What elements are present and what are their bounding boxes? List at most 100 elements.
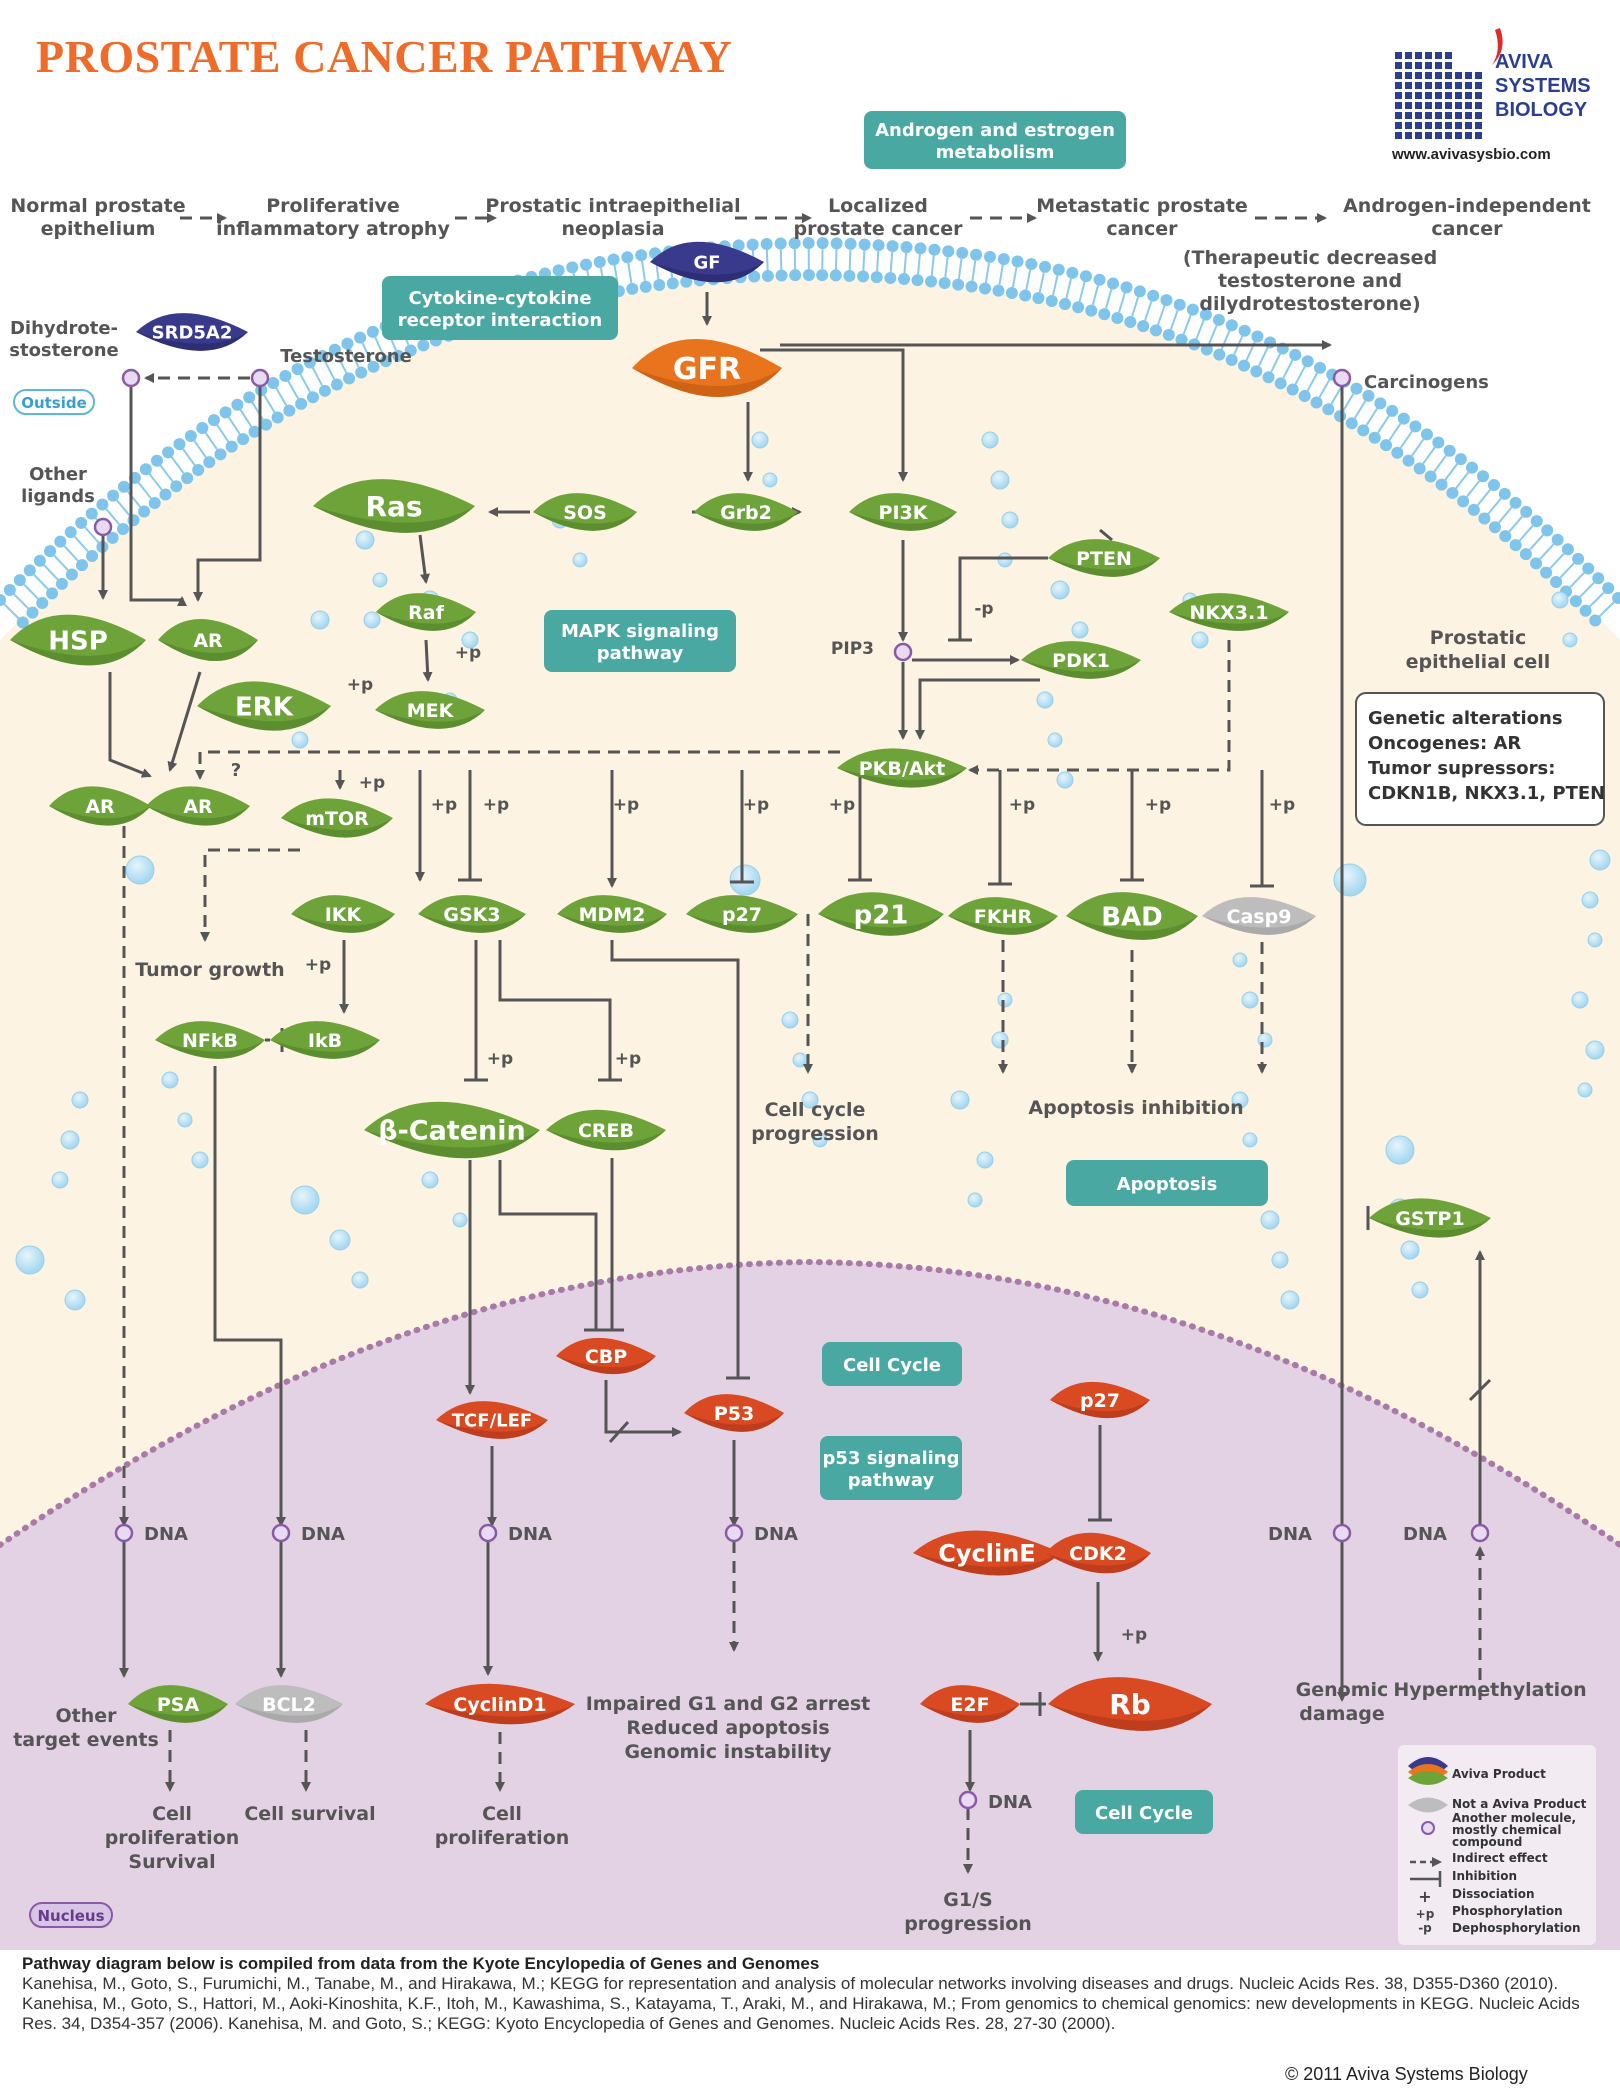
node-label-bcl2: BCL2 <box>262 1694 316 1716</box>
node-pkbakt[interactable]: PKB/Akt <box>837 748 967 788</box>
node-raf[interactable]: Raf <box>376 593 476 631</box>
node-cycline[interactable]: CyclinE <box>913 1530 1061 1576</box>
node-srd5a2[interactable]: SRD5A2 <box>136 313 248 351</box>
teal-box-cytokine[interactable] <box>382 276 618 340</box>
dna-label-5: DNA <box>1268 1524 1312 1545</box>
page-title: PROSTATE CANCER PATHWAY <box>36 31 733 82</box>
node-p27[interactable]: p27 <box>686 895 798 933</box>
node-gsk3[interactable]: GSK3 <box>418 895 526 933</box>
molecule-marker-2 <box>250 368 270 388</box>
teal-box-label-apoptosis: Apoptosis <box>1117 1174 1218 1195</box>
node-nkx31[interactable]: NKX3.1 <box>1169 593 1289 631</box>
legend-not-aviva-swatch <box>1408 1797 1448 1813</box>
node-rb[interactable]: Rb <box>1048 1677 1212 1731</box>
node-label-p27n: p27 <box>1080 1390 1120 1412</box>
teal-box-apoptosis[interactable] <box>1066 1160 1268 1206</box>
node-gstp1[interactable]: GSTP1 <box>1369 1198 1491 1238</box>
node-tcflef[interactable]: TCF/LEF <box>436 1401 548 1439</box>
node-p27n[interactable]: p27 <box>1050 1381 1150 1419</box>
node-p53[interactable]: P53 <box>684 1394 784 1432</box>
legend-symbol-plus_p: +p <box>1416 1907 1435 1921</box>
molecule-pip3: PIP3 <box>831 639 874 659</box>
dna-label-7: DNA <box>988 1792 1032 1813</box>
teal-box-label-cellcycle1: Cell Cycle <box>843 1355 941 1376</box>
node-label-gstp1: GSTP1 <box>1395 1208 1464 1230</box>
node-fkhr[interactable]: FKHR <box>948 897 1058 935</box>
teal-box-mapk[interactable] <box>544 610 736 672</box>
node-bad[interactable]: BAD <box>1066 892 1198 940</box>
node-pdk1[interactable]: PDK1 <box>1021 641 1141 679</box>
node-label-raf: Raf <box>408 602 444 624</box>
node-erk[interactable]: ERK <box>197 681 331 731</box>
molecule-marker-10 <box>1332 1523 1352 1543</box>
node-e2f[interactable]: E2F <box>920 1685 1020 1723</box>
node-casp9[interactable]: Casp9 <box>1202 897 1316 935</box>
legend-item-5: Inhibition <box>1452 1869 1517 1883</box>
footer-heading: Pathway diagram below is compiled from d… <box>22 1954 820 1973</box>
node-grb2[interactable]: Grb2 <box>694 493 798 531</box>
teal-box-cellcycle2[interactable] <box>1075 1790 1213 1834</box>
teal-box-androgen[interactable] <box>864 111 1126 169</box>
node-ikb[interactable]: IkB <box>270 1021 380 1059</box>
node-ras[interactable]: Ras <box>313 479 475 533</box>
node-p21[interactable]: p21 <box>818 892 944 936</box>
label-plus-p-10: +p <box>1009 795 1035 815</box>
node-pi3k[interactable]: PI3K <box>849 493 957 531</box>
node-ar3[interactable]: AR <box>146 786 250 826</box>
node-mtor[interactable]: mTOR <box>281 798 393 838</box>
node-label-cbp: CBP <box>585 1346 627 1368</box>
node-ikk[interactable]: IKK <box>291 895 395 933</box>
node-cdk2[interactable]: CDK2 <box>1045 1532 1151 1574</box>
node-label-p27: p27 <box>722 904 762 926</box>
node-gf[interactable]: GF <box>650 241 764 283</box>
legend-symbol-minus_p: -p <box>1418 1921 1432 1935</box>
teal-box-cellcycle1[interactable] <box>822 1342 962 1386</box>
node-creb[interactable]: CREB <box>546 1109 666 1151</box>
node-label-cyclind1: CyclinD1 <box>453 1694 546 1716</box>
node-label-ar2: AR <box>85 796 115 818</box>
node-mdm2[interactable]: MDM2 <box>557 895 667 933</box>
node-label-casp9: Casp9 <box>1227 906 1292 928</box>
node-betacatenin[interactable]: β-Catenin <box>364 1101 540 1159</box>
node-hsp[interactable]: HSP <box>10 614 146 666</box>
label-tumor-growth: Tumor growth <box>135 959 284 981</box>
node-nfkb[interactable]: NFkB <box>155 1021 265 1059</box>
logo-line-1: AVIVA <box>1495 51 1554 73</box>
node-pten[interactable]: PTEN <box>1048 539 1160 577</box>
node-label-ar3: AR <box>183 796 213 818</box>
node-bcl2[interactable]: BCL2 <box>235 1685 343 1723</box>
logo-line-2: SYSTEMS <box>1495 75 1591 97</box>
molecule-marker-6 <box>114 1523 134 1543</box>
node-cyclind1[interactable]: CyclinD1 <box>425 1683 575 1725</box>
node-label-sos: SOS <box>563 502 607 524</box>
node-ar1[interactable]: AR <box>158 618 258 662</box>
node-label-grb2: Grb2 <box>720 502 772 524</box>
node-ar2[interactable]: AR <box>49 786 151 826</box>
node-sos[interactable]: SOS <box>533 493 637 531</box>
node-mek[interactable]: MEK <box>375 691 485 729</box>
teal-box-p53[interactable] <box>820 1436 962 1500</box>
node-gfr[interactable]: GFR <box>632 339 782 397</box>
node-label-bad: BAD <box>1101 902 1163 932</box>
node-label-ras: Ras <box>365 490 422 523</box>
molecule-marker-3 <box>93 517 113 537</box>
node-label-mtor: mTOR <box>305 808 369 830</box>
node-cbp[interactable]: CBP <box>556 1337 656 1375</box>
node-label-betacatenin: β-Catenin <box>378 1116 526 1147</box>
node-psa[interactable]: PSA <box>128 1685 228 1723</box>
legend-aviva-swatch-green <box>1408 1771 1448 1785</box>
node-label-erk: ERK <box>235 692 294 722</box>
legend-item-6: Dissociation <box>1452 1887 1535 1901</box>
logo-text: AVIVA SYSTEMS BIOLOGY <box>1495 50 1591 122</box>
